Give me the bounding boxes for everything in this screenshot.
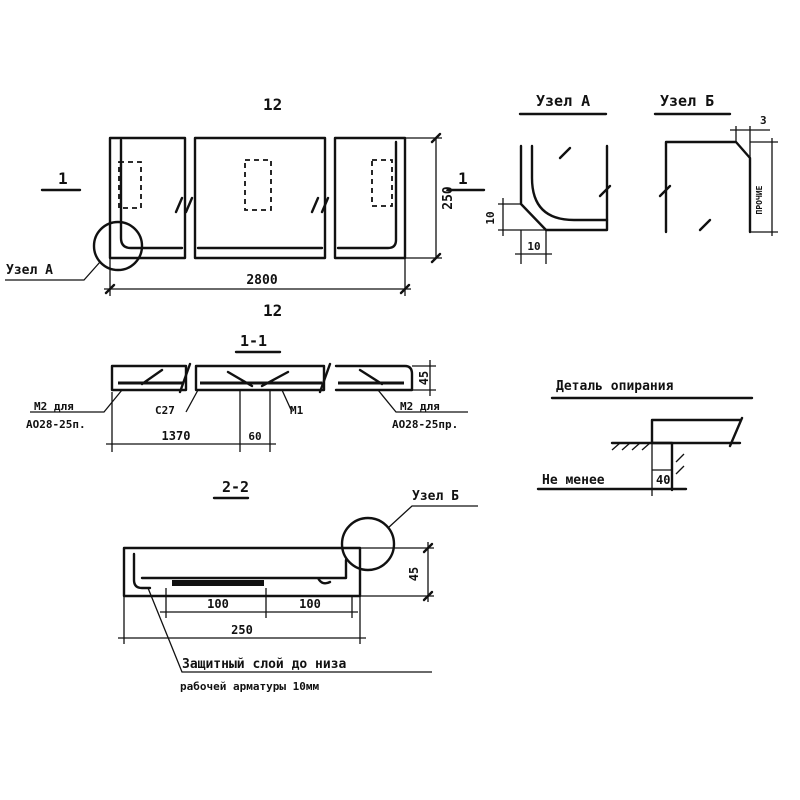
section-2-rebar (132, 552, 348, 590)
section-1-dim-height: 45 (417, 371, 431, 385)
section-2-inner-dims (160, 588, 358, 618)
break-mark (174, 196, 330, 214)
node-b-circle (340, 516, 396, 572)
cut-mark-right: 1 (458, 169, 468, 188)
section-1-title: 1-1 (240, 332, 267, 350)
support-detail: Деталь опирания Не менее 40 (536, 379, 754, 496)
node-b-dim-top: 3 (760, 114, 767, 127)
dim-60: 60 (248, 430, 261, 443)
note-right-1: М2 для (400, 400, 440, 413)
dim-100-right: 100 (299, 597, 321, 611)
label-c27: С27 (155, 404, 175, 417)
cover-note-1: Защитный слой до низа (182, 657, 347, 672)
section-mark-top: 12 (263, 95, 282, 114)
section-1-1: 1-1 45 М2 для АО28-25п. С27 М1 М2 для АО… (26, 332, 468, 452)
node-a-dim-v: 10 (484, 211, 497, 224)
node-a-label: Узел А (6, 263, 53, 278)
plan-outline-right (333, 136, 407, 260)
dim-ticks (104, 283, 411, 295)
section-1-bent-bars (140, 368, 384, 388)
break-mark (658, 184, 712, 232)
note-left-2: АО28-25п. (26, 418, 86, 431)
cover-leader (147, 587, 432, 673)
section-1-dim-lines (412, 360, 436, 396)
node-b-outline (664, 140, 752, 234)
section-2-mesh (172, 580, 264, 586)
dim-1370: 1370 (162, 429, 191, 443)
break-mark (728, 416, 744, 448)
plan-rebar-right (336, 140, 398, 250)
dim-height-250: 250 (441, 186, 456, 210)
plan-view: 12 Узел А 1 1 250 2800 12 (5, 95, 486, 320)
node-b-detail: Узел Б 3 ПРОЧИЕ (653, 92, 778, 236)
section-mark-bottom: 12 (263, 301, 282, 320)
section-2-total-dims (118, 596, 366, 644)
dim-ticks (422, 542, 434, 602)
plan-outline-middle (193, 136, 327, 260)
section-2-dim-height-lines (360, 542, 434, 602)
node-b-leader (387, 505, 478, 529)
support-hatch (611, 442, 685, 475)
support-slab (650, 418, 742, 445)
section-1-leaders (30, 389, 468, 413)
label-m1: М1 (290, 404, 304, 417)
section-1-bottom-dims (106, 390, 276, 452)
node-a-dim-h: 10 (527, 240, 540, 253)
node-b-dim-lines (730, 126, 778, 236)
dim-height-lines (405, 137, 442, 259)
node-b-dim-side: ПРОЧИЕ (755, 185, 764, 214)
plan-rebar-left (119, 138, 184, 250)
section-2-title: 2-2 (222, 478, 249, 496)
support-wall (610, 441, 674, 492)
node-a-leader (5, 261, 101, 281)
dim-250: 250 (231, 623, 253, 637)
support-label: Не менее (542, 473, 605, 488)
node-a-title: Узел А (536, 92, 590, 110)
note-left-1: М2 для (34, 400, 74, 413)
node-a-dim-lines (498, 198, 552, 264)
node-a-detail: Узел А 10 10 (484, 92, 612, 264)
note-right-2: АО28-25пр. (392, 418, 458, 431)
section-2-2: 2-2 Узел Б 45 100 100 250 Защитный слой … (118, 478, 478, 693)
section-2-outline (122, 546, 362, 598)
section-2-node-label: Узел Б (412, 489, 459, 504)
dim-ticks (430, 132, 442, 264)
support-detail-title: Деталь опирания (556, 379, 674, 394)
dim-100-left: 100 (207, 597, 229, 611)
support-dim-lines (651, 443, 672, 496)
break-mark (558, 146, 612, 198)
node-a-rebar (530, 144, 609, 222)
dim-length-2800: 2800 (246, 273, 277, 288)
plan-embed-middle (244, 159, 272, 211)
plan-embed-right (371, 159, 393, 207)
section-1-right (334, 364, 414, 392)
section-1-middle (194, 364, 326, 392)
node-b-title: Узел Б (660, 92, 714, 110)
plan-embed-left (118, 161, 142, 209)
break-mark (178, 362, 332, 394)
cut-mark-left: 1 (58, 169, 68, 188)
node-a-circle (92, 220, 144, 272)
support-dim: 40 (656, 473, 670, 487)
cover-note-2: рабочей арматуры 10мм (180, 680, 319, 693)
section-2-dim-height: 45 (407, 567, 421, 581)
